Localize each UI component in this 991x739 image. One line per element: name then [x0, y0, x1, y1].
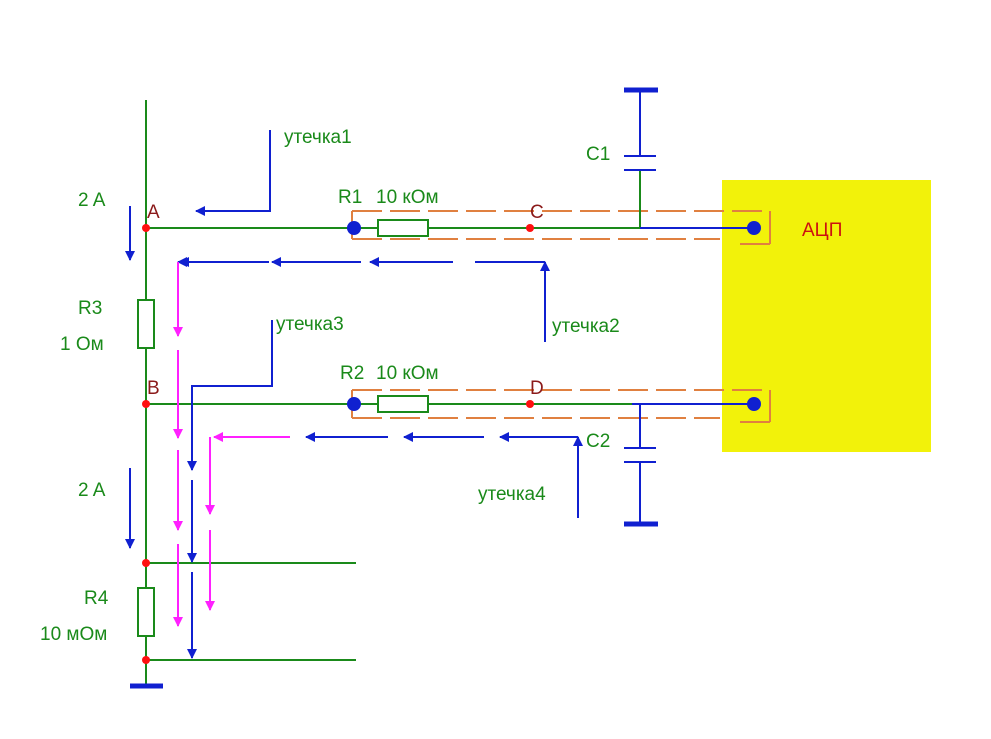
leak2-label: утечка2 [552, 316, 620, 337]
leak-arrows-magenta [173, 262, 290, 627]
node-c-dot [526, 224, 534, 232]
r2-name-label: R2 [340, 363, 364, 384]
leak4-label: утечка4 [478, 484, 546, 505]
node-b-label: B [147, 378, 160, 399]
capacitor-c2 [624, 404, 658, 527]
node-r4-top-dot [142, 559, 150, 567]
capacitor-c1 [624, 87, 658, 171]
c1-label: C1 [586, 144, 610, 165]
leak-arrows-blue [125, 130, 583, 659]
leak1-label: утечка1 [284, 127, 352, 148]
current-label-bottom: 2 A [78, 480, 106, 501]
r4-name-label: R4 [84, 588, 109, 609]
resistor-r4 [137, 587, 155, 637]
terminals [347, 221, 761, 411]
node-a-dot [142, 224, 150, 232]
leak3-arrow [187, 320, 273, 471]
adc-label: АЦП [802, 220, 842, 241]
leak1-arrow [195, 130, 271, 216]
node-c-label: C [530, 202, 544, 223]
node-d-dot [526, 400, 534, 408]
r1-value-label: 10 кОм [376, 187, 439, 208]
nodes [142, 224, 534, 664]
resistor-r3 [137, 299, 155, 349]
r2-value-label: 10 кОм [376, 363, 439, 384]
node-d-label: D [530, 378, 544, 399]
adc-input-wires [632, 227, 752, 405]
shield-bottom [351, 389, 771, 423]
c2-label: C2 [586, 431, 610, 452]
resistor-r2 [377, 395, 429, 413]
node-b-dot [142, 400, 150, 408]
adc-input-top-dot [747, 221, 761, 235]
resistor-r1 [377, 219, 429, 237]
r3-name-label: R3 [78, 298, 102, 319]
terminal-r2-dot [347, 397, 361, 411]
node-a-label: A [147, 202, 160, 223]
resistors [137, 219, 429, 637]
current-label-top: 2 A [78, 190, 106, 211]
r1-name-label: R1 [338, 187, 362, 208]
r4-value-label: 10 мОм [40, 624, 107, 645]
r3-value-label: 1 Ом [60, 334, 104, 355]
node-r4-bottom-dot [142, 656, 150, 664]
terminal-r1-dot [347, 221, 361, 235]
leak3-label: утечка3 [276, 314, 344, 335]
adc-input-bottom-dot [747, 397, 761, 411]
